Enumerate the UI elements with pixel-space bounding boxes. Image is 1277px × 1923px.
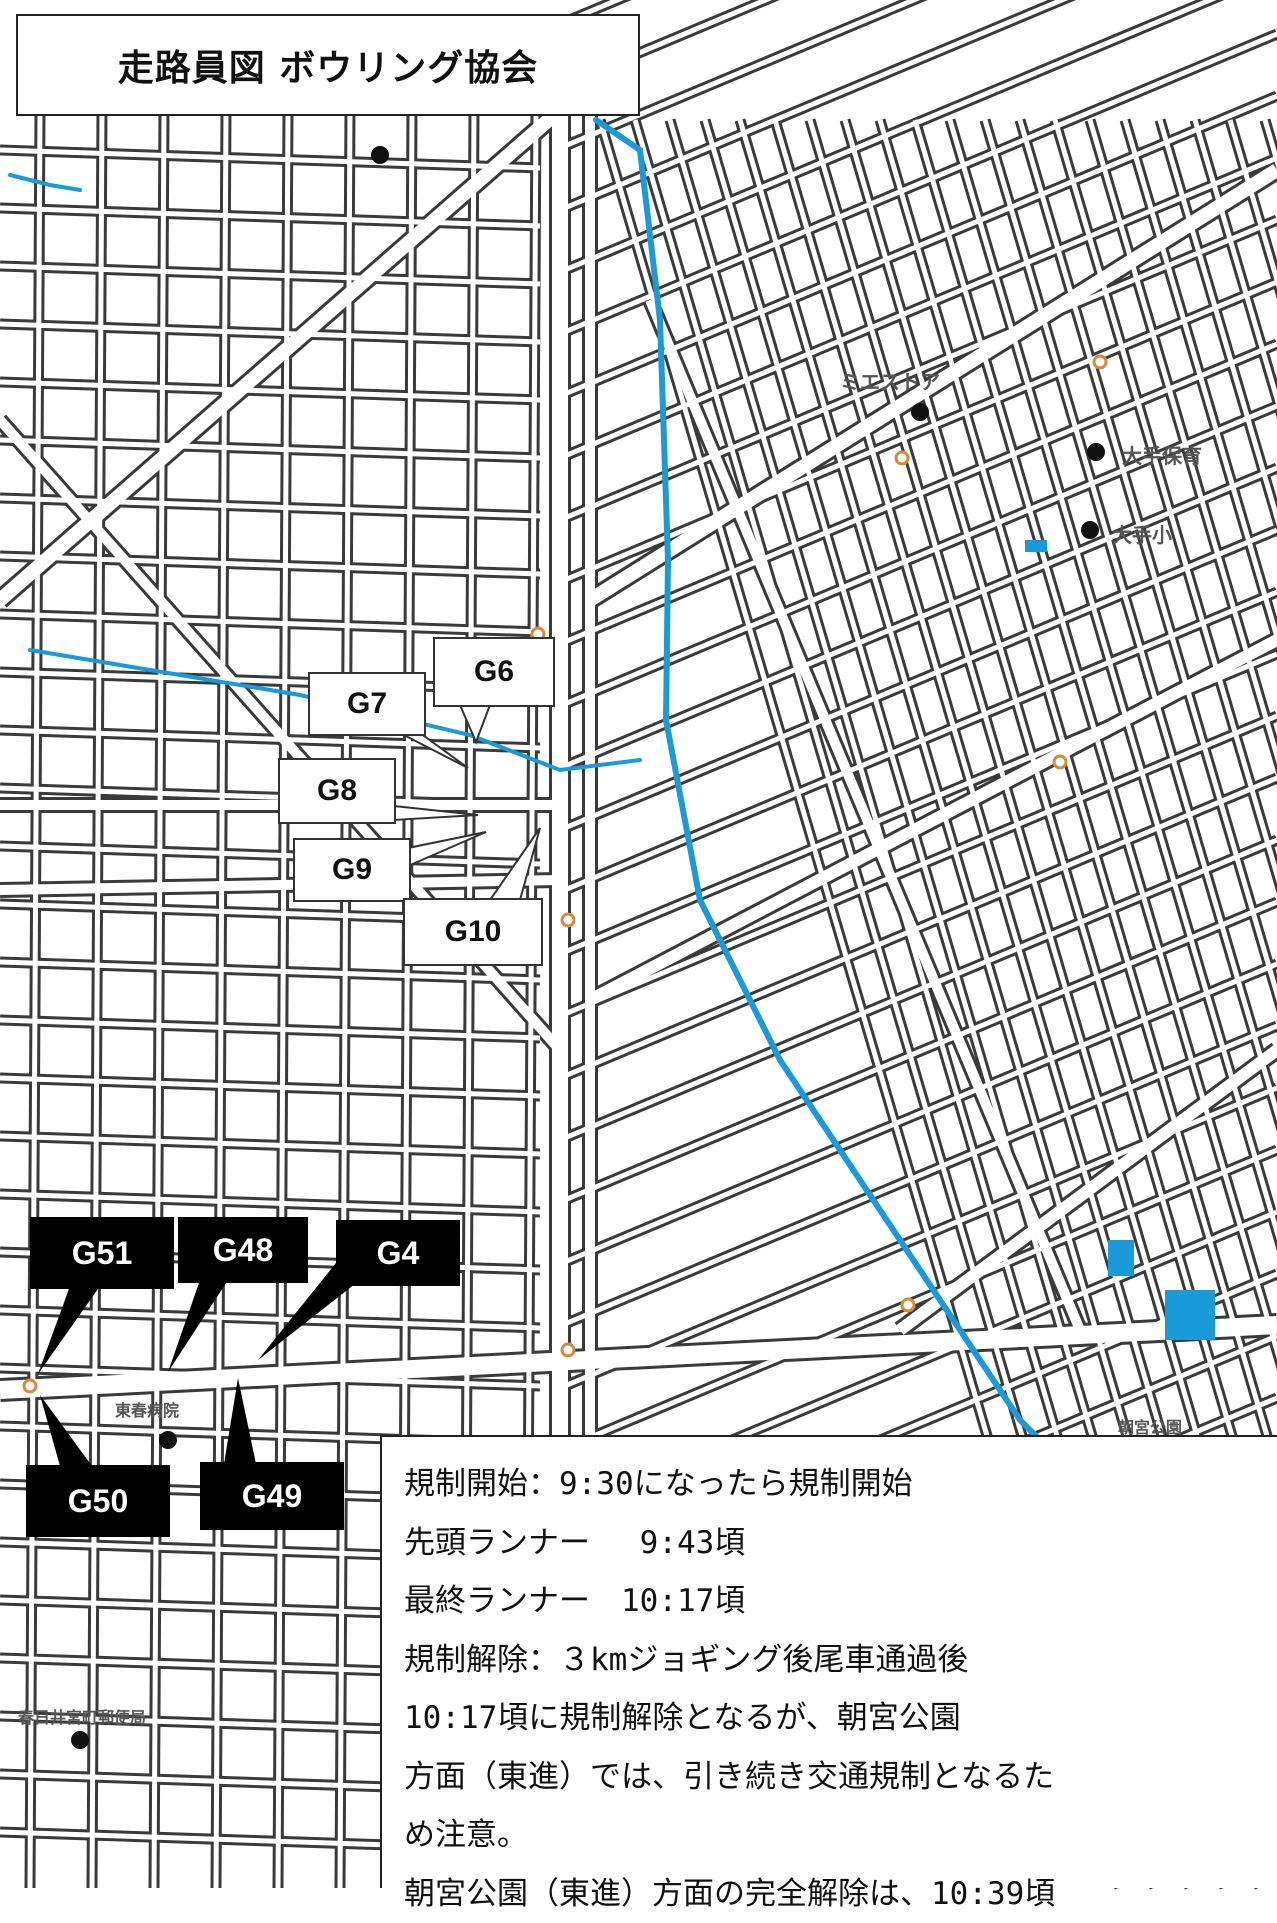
- callout-g10: G10: [403, 898, 543, 966]
- map-title: 走路員図 ボウリング協会: [16, 14, 640, 116]
- notice-line-2: 先頭ランナー 9:43頃: [404, 1514, 1265, 1573]
- callout-g8: G8: [278, 758, 396, 824]
- notice-line-1: 規制開始：9:30になったら規制開始: [404, 1455, 1265, 1514]
- street-fill: [0, 846, 540, 864]
- marker-ne: [1094, 356, 1106, 368]
- place-label-ote-elementary: 大手小: [1112, 519, 1172, 548]
- landmark-dot-ote-nursery: [1087, 443, 1105, 461]
- landmark-dot-north: [371, 146, 389, 164]
- street-fill: [0, 1136, 540, 1154]
- callout-g51: G51: [30, 1217, 174, 1289]
- pond-small: [1025, 540, 1047, 552]
- marker-south: [562, 1344, 574, 1356]
- callout-g49: G49: [200, 1462, 344, 1530]
- marker-ne-2: [896, 452, 908, 464]
- marker-mid: [562, 914, 574, 926]
- regulation-notice: 規制開始：9:30になったら規制開始 先頭ランナー 9:43頃 最終ランナー 1…: [380, 1435, 1277, 1888]
- landmark-dot-hospital: [159, 1431, 177, 1449]
- landmark-dot-post-office: [71, 1731, 89, 1749]
- notice-line-3: 最終ランナー 10:17頃: [404, 1572, 1265, 1631]
- marker-g51: [24, 1380, 36, 1392]
- callout-g48: G48: [178, 1217, 308, 1283]
- street-fill: [0, 614, 540, 632]
- callout-g9: G9: [293, 838, 411, 902]
- pointer-g6: [460, 705, 490, 742]
- landmark-dot-mie-store: [911, 403, 929, 421]
- marker-east-2: [1054, 756, 1066, 768]
- street-fill: [0, 382, 540, 400]
- callout-g50: G50: [26, 1465, 170, 1537]
- street-fill: [0, 556, 540, 574]
- place-label-mie-store: ミエストア: [840, 366, 940, 395]
- notice-line-4: 規制解除：３kmジョギング後尾車通過後: [404, 1631, 1265, 1690]
- callout-g7: G7: [308, 672, 426, 736]
- callout-g4: G4: [336, 1220, 460, 1286]
- park-pool-2: [1165, 1290, 1215, 1340]
- notice-line-7: め注意。: [404, 1806, 1265, 1865]
- street-fill: [0, 266, 540, 284]
- street-fill: [0, 1194, 540, 1212]
- place-label-toshun-hospital: 東春病院: [115, 1397, 179, 1421]
- landmark-dot-ote-elementary: [1081, 521, 1099, 539]
- notice-line-8: 朝宮公園（東進）方面の完全解除は、10:39頃: [404, 1865, 1265, 1923]
- pointer-g49: [224, 1378, 256, 1464]
- notice-line-6: 方面（東進）では、引き続き交通規制となるた: [404, 1748, 1265, 1807]
- street-fill: [0, 1020, 540, 1038]
- street-fill: [0, 440, 540, 458]
- marker-east: [902, 1299, 914, 1311]
- street-fill: [0, 150, 540, 168]
- notice-line-5: 10:17頃に規制解除となるが、朝宮公園: [404, 1689, 1265, 1748]
- park-pool-1: [1108, 1240, 1134, 1276]
- place-label-post-office: 春日井宮町郵便局: [18, 1704, 146, 1728]
- street-fill: [0, 324, 540, 342]
- street-fill: [0, 1078, 540, 1096]
- callout-g6: G6: [433, 637, 555, 707]
- place-label-ote-nursery: 大手保育: [1122, 440, 1202, 469]
